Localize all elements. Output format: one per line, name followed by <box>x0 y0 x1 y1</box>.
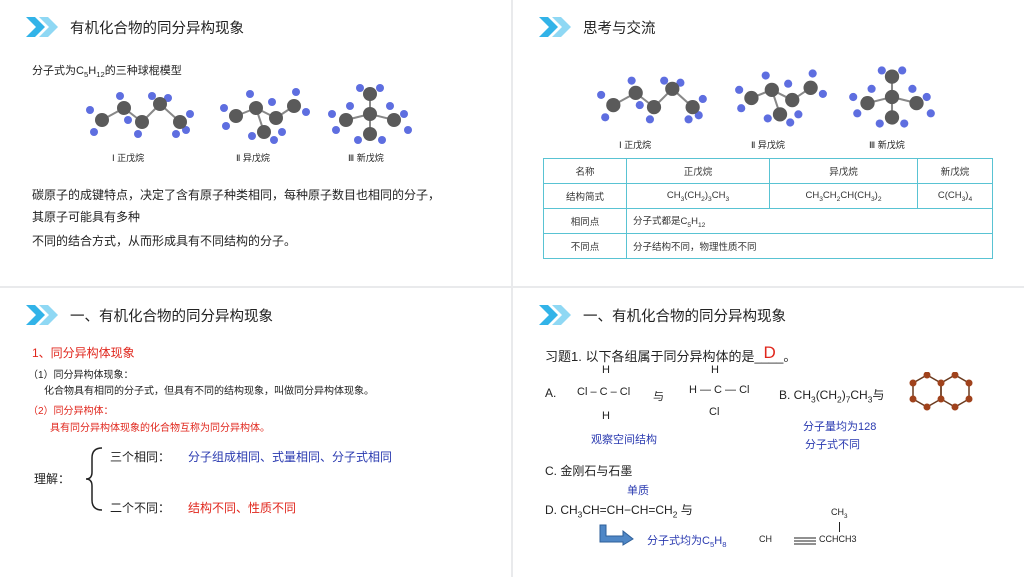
formula-h-top: H <box>602 364 610 376</box>
option-d: D. CH3CH=CH−CH=CH2 与 <box>545 503 693 520</box>
same-text: 分子组成相同、式量相同、分子式相同 <box>188 450 393 464</box>
model-label: Ⅱ 异戊烷 <box>236 153 270 163</box>
table-cell: C(CH3)4 <box>917 183 993 209</box>
formula-h-top: H <box>711 364 719 376</box>
table-cell: 不同点 <box>543 233 627 259</box>
model-label: Ⅲ 新戊烷 <box>348 153 384 163</box>
subtitle: 分子式为C5H12的三种球棍模型 <box>32 65 182 80</box>
option-c: C. 金刚石与石墨 <box>545 464 633 478</box>
slide-panel-2[interactable]: 思考与交流 Ⅰ 正戊烷 Ⅱ 异戊烷 Ⅲ 新戊烷 名称 正戊烷 异戊烷 新戊烷 结… <box>513 0 1024 286</box>
slide-title: 有机化合物的同分异构现象 <box>70 20 244 37</box>
n-pentane-model <box>597 76 707 124</box>
ch3-top: CH3 <box>831 507 848 520</box>
formula-d-ch: CH <box>759 534 772 544</box>
body-text: 其原子可能具有多种 <box>32 210 141 224</box>
option-a-label: A. <box>545 386 557 400</box>
table-header-row: 名称 正戊烷 异戊烷 新戊烷 <box>543 158 993 184</box>
body-text: 碳原子的成键特点，决定了含有原子种类相同，每种原子数目也相同的分子， <box>32 188 441 202</box>
double-chevron-icon <box>539 305 571 325</box>
formula-a1: Cl – C – Cl <box>577 386 631 398</box>
slide-title: 一、有机化合物的同分异构现象 <box>583 308 786 325</box>
section-heading: 1、同分异构体现象 <box>32 346 135 360</box>
brace-icon <box>85 447 103 511</box>
isopentane-model <box>735 69 827 127</box>
same-label: 三个相同： <box>110 450 171 464</box>
bond-line <box>839 522 840 532</box>
table-cell: 结构简式 <box>543 183 627 209</box>
neopentane-model <box>328 84 412 144</box>
table-cell: 分子式都是C5H12 <box>626 208 993 234</box>
body-text: 不同的结合方式，从而形成具有不同结构的分子。 <box>32 234 297 248</box>
item-text: 化合物具有相同的分子式，但具有不同的结构现象，叫做同分异构体现象。 <box>44 386 374 397</box>
diff-label: 二个不同： <box>110 501 171 515</box>
comparison-table: 名称 正戊烷 异戊烷 新戊烷 结构简式 CH3(CH2)3CH3 CH3CH2C… <box>543 158 993 259</box>
table-header-cell: 名称 <box>543 158 627 184</box>
table-cell: CH3CH2CH(CH3)2 <box>769 183 918 209</box>
neopentane-model <box>849 66 935 128</box>
formula-d-right: CCHCH3 <box>819 534 857 544</box>
note-d: 分子式均为C5H8 <box>647 535 727 550</box>
model-label: Ⅰ 正戊烷 <box>112 153 145 163</box>
slide-header: 一、有机化合物的同分异构现象 <box>539 304 786 326</box>
slide-title: 思考与交流 <box>583 20 656 37</box>
table-cell: 分子结构不同，物理性质不同 <box>626 233 993 259</box>
item-heading: （2）同分异构体： <box>28 406 114 417</box>
note-b1: 分子量均为128 <box>803 421 877 433</box>
diff-text: 结构不同、性质不同 <box>188 501 297 515</box>
table-row: 结构简式 CH3(CH2)3CH3 CH3CH2CH(CH3)2 C(CH3)4 <box>543 183 993 209</box>
table-cell: 相同点 <box>543 208 627 234</box>
n-pentane-model <box>86 92 194 138</box>
model-label: Ⅱ 异戊烷 <box>751 140 785 150</box>
slide-panel-1[interactable]: 有机化合物的同分异构现象 分子式为C5H12的三种球棍模型 Ⅰ 正戊烷 Ⅱ 异戊… <box>0 0 511 286</box>
arrow-icon <box>599 524 634 546</box>
table-header-cell: 新戊烷 <box>917 158 993 184</box>
isopentane-model <box>220 88 310 144</box>
understand-label: 理解： <box>34 472 71 486</box>
double-chevron-icon <box>539 17 571 37</box>
slide-header: 思考与交流 <box>539 16 656 38</box>
slide-panel-4[interactable]: 一、有机化合物的同分异构现象 习题1. 以下各组属于同分异构体的是____D。 … <box>513 288 1024 577</box>
slide-title: 一、有机化合物的同分异构现象 <box>70 308 273 325</box>
item-text: 具有同分异构体现象的化合物互称为同分异构体。 <box>50 423 270 434</box>
table-cell: CH3(CH2)3CH3 <box>626 183 770 209</box>
note-c: 单质 <box>627 485 649 497</box>
slide-panel-3[interactable]: 一、有机化合物的同分异构现象 1、同分异构体现象 （1）同分异构体现象： 化合物… <box>0 288 511 577</box>
note-a: 观察空间结构 <box>591 434 657 446</box>
slide-header: 有机化合物的同分异构现象 <box>26 16 244 38</box>
table-row: 不同点 分子结构不同，物理性质不同 <box>543 233 993 259</box>
answer-mark: D <box>763 343 776 362</box>
model-label: Ⅲ 新戊烷 <box>869 140 905 150</box>
note-b2: 分子式不同 <box>805 439 860 451</box>
item-heading: （1）同分异构体现象： <box>28 370 134 381</box>
triple-bond-icon <box>794 537 816 545</box>
table-row: 相同点 分子式都是C5H12 <box>543 208 993 234</box>
model-label: Ⅰ 正戊烷 <box>619 140 652 150</box>
option-b: B. CH3(CH2)7CH3与 <box>779 388 885 405</box>
question: 习题1. 以下各组属于同分异构体的是____D。 <box>545 343 797 364</box>
double-chevron-icon <box>26 305 58 325</box>
double-chevron-icon <box>26 17 58 37</box>
formula-h-bottom: H <box>602 410 610 422</box>
and-text: 与 <box>653 391 664 403</box>
table-header-cell: 正戊烷 <box>626 158 770 184</box>
formula-a2: H — C — Cl <box>689 384 750 396</box>
slide-header: 一、有机化合物的同分异构现象 <box>26 304 273 326</box>
formula-cl-bottom: Cl <box>709 406 720 418</box>
naphthalene-structure <box>909 372 973 411</box>
table-header-cell: 异戊烷 <box>769 158 918 184</box>
